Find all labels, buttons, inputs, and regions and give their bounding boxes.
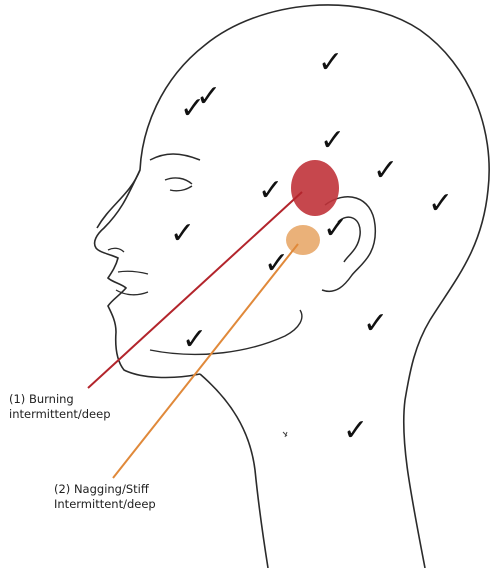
annotation-1-line2: intermittent/deep: [9, 407, 111, 422]
head-outline: [97, 5, 489, 568]
checkmark-icon: ✓: [323, 211, 348, 246]
nostril: [108, 248, 124, 252]
checkmark-icon: ✓: [363, 306, 388, 341]
checkmark-icon: ✓: [320, 123, 345, 158]
mouth: [116, 271, 148, 295]
annotation-2-line2: Intermittent/deep: [54, 497, 156, 512]
neck-mark: [283, 432, 287, 437]
checkmark-icon: ✓: [182, 322, 207, 357]
checkmark-icon: ✓: [428, 186, 453, 221]
annotation-2: (2) Nagging/Stiff Intermittent/deep: [54, 482, 156, 512]
annotation-2-line1: (2) Nagging/Stiff: [54, 482, 156, 497]
checkmark-icon: ✓: [373, 153, 398, 188]
pain-area-burning: [291, 160, 339, 216]
neck-front: [200, 374, 268, 568]
checkmark-icon: ✓: [264, 246, 289, 281]
checkmark-icon: ✓: [258, 173, 283, 208]
annotation-1: (1) Burning intermittent/deep: [9, 392, 111, 422]
checkmark-icon: ✓: [343, 413, 368, 448]
checkmark-icon: ✓: [170, 216, 195, 251]
checkmark-icon: ✓: [318, 45, 343, 80]
eyebrow: [150, 154, 200, 160]
annotation-1-line1: (1) Burning: [9, 392, 111, 407]
jaw-line: [150, 310, 302, 354]
checkmark-icon: ✓: [196, 79, 221, 114]
pain-area-nagging: [286, 225, 320, 255]
eye: [165, 178, 192, 191]
